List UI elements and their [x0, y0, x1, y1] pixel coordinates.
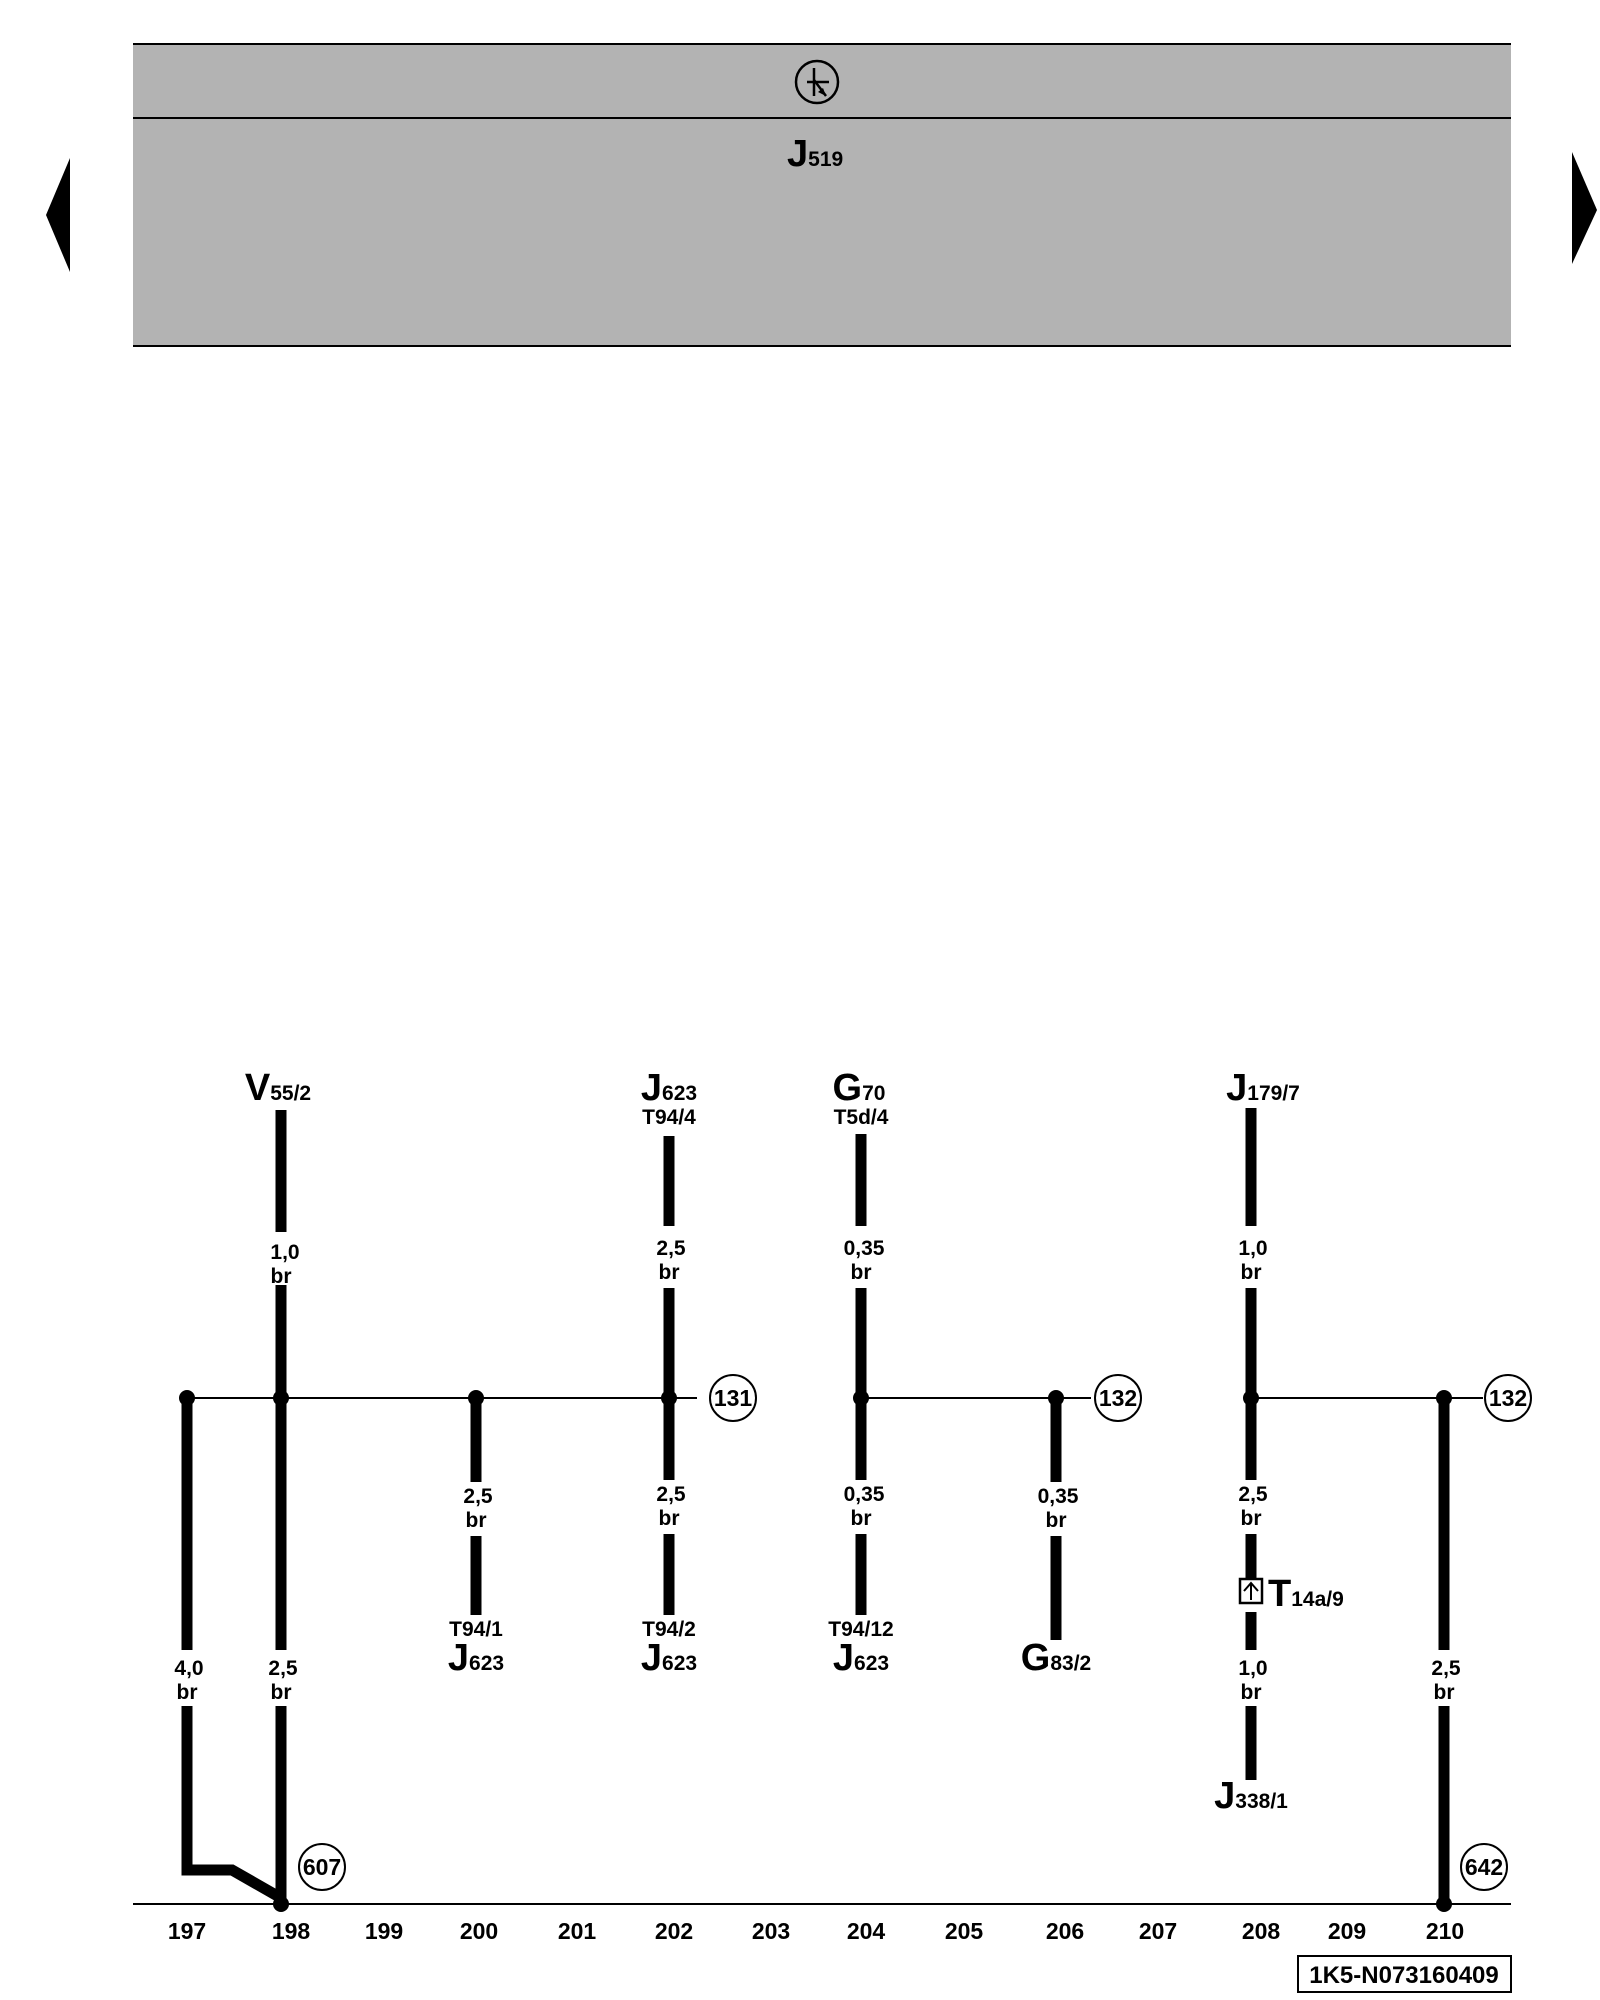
- component-label-j623-c: J623: [833, 1637, 889, 1679]
- column-number: 197: [168, 1918, 206, 1944]
- connector-symbol-icon: [1238, 1577, 1264, 1605]
- next-page-icon[interactable]: [1572, 152, 1597, 264]
- wire-label-color: br: [1241, 1261, 1262, 1284]
- svg-text:132: 132: [1489, 1385, 1527, 1411]
- reference-132-b: 132: [1484, 1374, 1532, 1422]
- wire-label-size: 2,5: [463, 1485, 493, 1508]
- diagram-code-box: 1K5-N073160409: [1297, 1955, 1512, 1993]
- wire-label-size: 2,5: [1238, 1483, 1268, 1506]
- reference-131: 131: [709, 1374, 757, 1422]
- reference-607: 607: [298, 1843, 346, 1891]
- column-number: 206: [1046, 1918, 1084, 1944]
- wire-label-size: 0,35: [844, 1237, 885, 1260]
- svg-text:131: 131: [714, 1385, 753, 1411]
- wire-label-size: 2,5: [656, 1483, 686, 1506]
- svg-text:132: 132: [1099, 1385, 1137, 1411]
- wire-label-color: br: [851, 1261, 872, 1284]
- wire-label-color: br: [1434, 1681, 1455, 1704]
- pin-label-t94-1: T94/1: [449, 1618, 503, 1641]
- junction-points: [179, 1390, 1452, 1912]
- component-header-band: [133, 44, 1511, 346]
- wire-label-size: 0,35: [844, 1483, 885, 1506]
- reference-642: 642: [1460, 1843, 1508, 1891]
- previous-page-icon[interactable]: [46, 158, 70, 272]
- reference-132-a: 132: [1094, 1374, 1142, 1422]
- wire-label-color: br: [177, 1681, 198, 1704]
- wire-label-color: br: [1241, 1681, 1262, 1704]
- column-number: 208: [1242, 1918, 1281, 1944]
- control-unit-symbol-icon: [794, 59, 840, 105]
- svg-text:607: 607: [303, 1854, 341, 1880]
- reference-markers: 131 132 132 607 642: [298, 1374, 1532, 1891]
- wire-label-size: 2,5: [268, 1657, 298, 1680]
- wire-label-color: br: [851, 1507, 872, 1530]
- component-label-j623-top: J623: [641, 1067, 697, 1109]
- wire-label-color: br: [1241, 1507, 1262, 1530]
- wire-label-size: 0,35: [1038, 1485, 1079, 1508]
- column-number: 199: [365, 1918, 403, 1944]
- wire-label-color: br: [1046, 1509, 1067, 1532]
- connector-label-t14a: T14a/9: [1268, 1573, 1344, 1615]
- wire-label-color: br: [659, 1507, 680, 1530]
- component-label-v55: V55/2: [245, 1067, 311, 1109]
- pin-label-t94-4: T94/4: [642, 1106, 696, 1129]
- column-number: 205: [945, 1918, 984, 1944]
- wire-197-b: [181, 1706, 284, 1903]
- diagram-code: 1K5-N073160409: [1309, 1962, 1498, 1989]
- wire-label-color: br: [271, 1265, 292, 1288]
- wire-label-size: 2,5: [656, 1237, 686, 1260]
- column-number: 201: [558, 1918, 597, 1944]
- wire-label-color: br: [466, 1509, 487, 1532]
- column-number: 200: [460, 1918, 498, 1944]
- column-number: 204: [847, 1918, 886, 1944]
- wire-label-size: 1,0: [1238, 1657, 1267, 1680]
- pin-label-t94-2: T94/2: [642, 1618, 696, 1641]
- svg-text:642: 642: [1465, 1854, 1503, 1880]
- wire-label-color: br: [659, 1261, 680, 1284]
- component-label-j623-b: J623: [641, 1637, 697, 1679]
- component-label-j623-a: J623: [448, 1637, 504, 1679]
- wire-label-size: 1,0: [1238, 1237, 1267, 1260]
- column-number: 209: [1328, 1918, 1366, 1944]
- column-number: 202: [655, 1918, 693, 1944]
- header-component-label: J519: [787, 133, 843, 175]
- wires: [181, 1108, 1450, 1904]
- component-label-j338: J338/1: [1214, 1775, 1288, 1817]
- wire-label-size: 2,5: [1431, 1657, 1461, 1680]
- wire-label-size: 4,0: [174, 1657, 203, 1680]
- column-number: 198: [272, 1918, 311, 1944]
- column-number: 203: [752, 1918, 790, 1944]
- component-label-g83: G83/2: [1021, 1637, 1091, 1679]
- wire-label-size: 1,0: [270, 1241, 299, 1264]
- pin-label-t94-12: T94/12: [828, 1618, 893, 1641]
- wire-label-color: br: [271, 1681, 292, 1704]
- column-number: 207: [1139, 1918, 1177, 1944]
- column-numbers: 197 198 199 200 201 202 203 204 205 206 …: [168, 1918, 1464, 1944]
- component-label-j179: J179/7: [1226, 1067, 1300, 1109]
- pin-label-t5d-4: T5d/4: [834, 1106, 889, 1129]
- wire-labels: 1,0 br 2,5 br 0,35 br 1,0 br 4,0 br 2,5 …: [174, 1237, 1461, 1704]
- column-number: 210: [1426, 1918, 1464, 1944]
- component-label-g70: G70: [833, 1067, 886, 1109]
